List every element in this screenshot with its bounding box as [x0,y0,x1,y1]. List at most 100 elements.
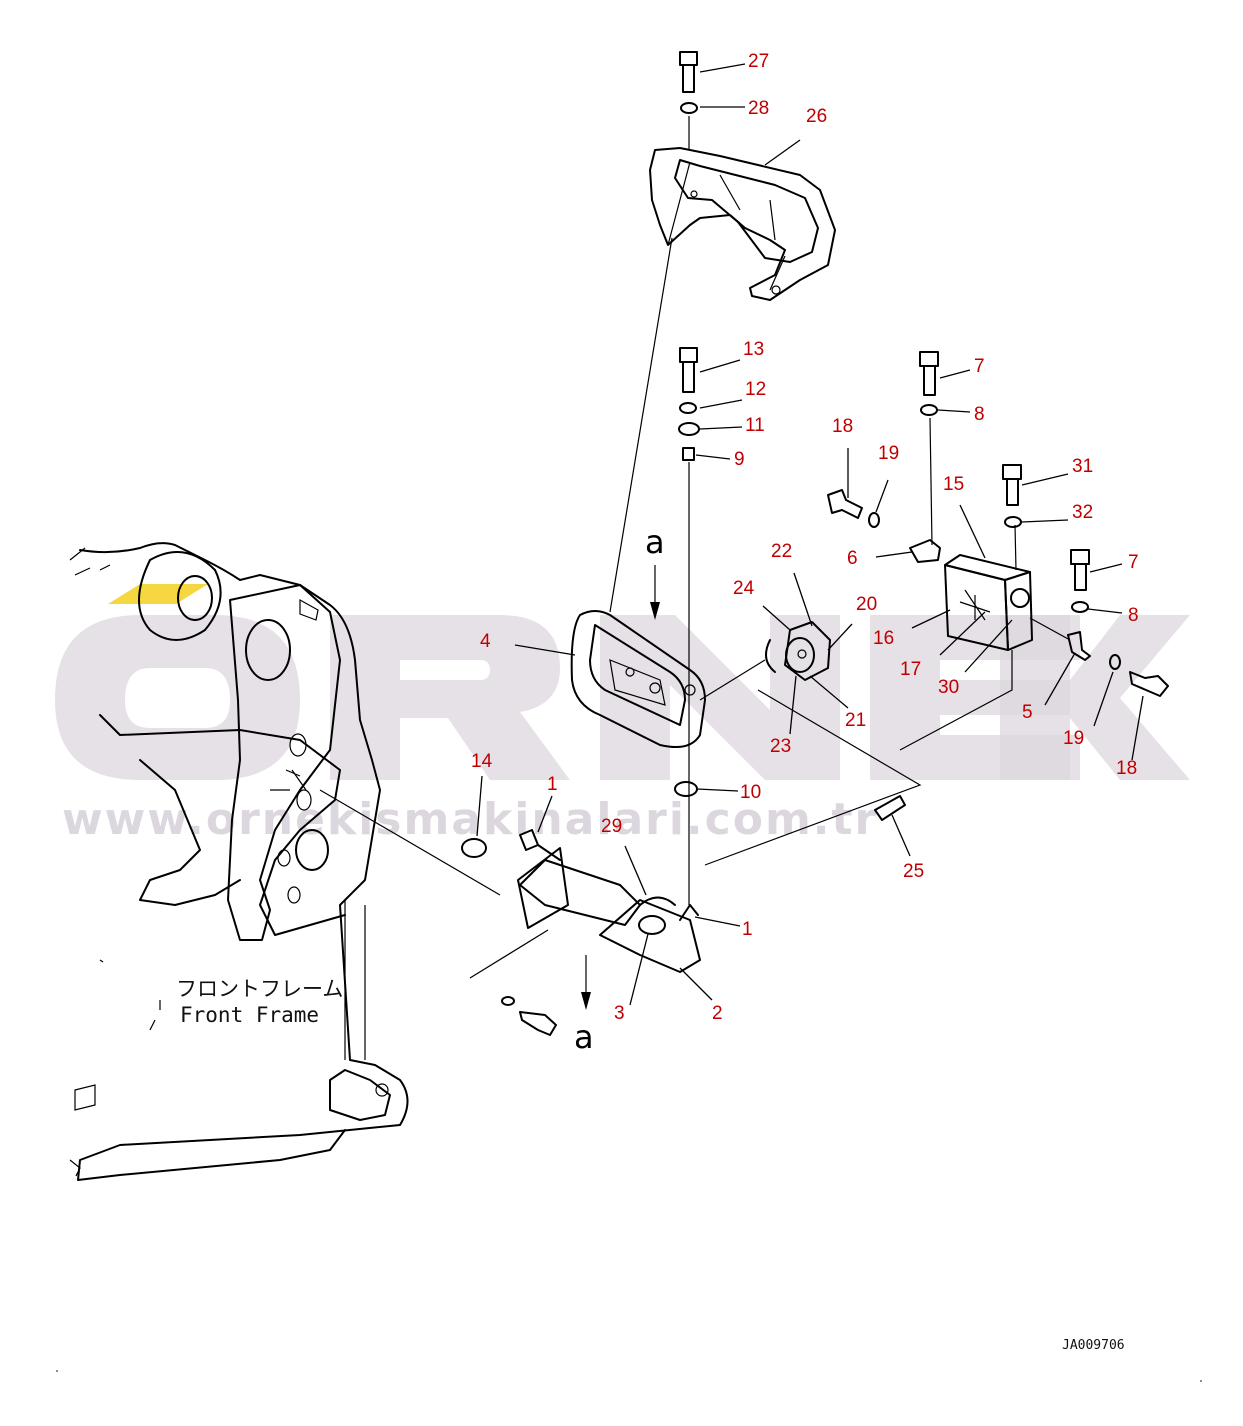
lamp-lens [785,637,815,673]
bolt-lower [519,1011,557,1036]
front-frame-lower-link [329,1069,391,1121]
clamp-29 [639,896,676,906]
drawing-code: JA009706 [1062,1338,1125,1353]
collar-9 [682,447,695,461]
box-side [1004,571,1033,651]
callouts: 27 28 26 13 12 11 9 7 8 18 19 31 32 15 6… [471,51,1139,1024]
front-frame-bore [245,619,291,681]
bolt-7b [1070,549,1090,591]
frame-label-en: Front Frame [180,1003,319,1027]
callout-26: 26 [806,106,827,127]
lamp-body [784,621,831,681]
axis-box-side [1029,617,1071,641]
callout-21: 21 [845,710,866,731]
bracket-hole-1 [625,667,635,677]
watermark-letter-n [600,615,840,780]
callout-2: 2 [712,1003,723,1024]
bracket-hole-2 [649,682,661,694]
part-lamp-20 [765,621,831,681]
seal-14 [461,838,487,858]
watermark: www.ornekismakinalari.com.tr [55,584,1190,845]
bolt-27-shape [679,51,698,93]
front-frame-plate [227,584,341,941]
mount-flange [517,847,569,929]
callout-12: 12 [745,379,766,400]
callout-13: 13 [743,339,764,360]
callout-30: 30 [938,677,959,698]
clip-1 [679,904,699,921]
callout-18a: 18 [832,416,853,437]
part-box-15 [944,554,1033,651]
callout-9: 9 [734,449,745,470]
front-frame-detail [69,547,319,791]
axis-lamp-bolt [704,689,922,866]
axis-frame [319,789,501,896]
guard-inner [674,159,819,263]
callout-24: 24 [733,578,755,599]
axis-lamp [699,659,766,701]
section-mark-bottom: a [574,1018,594,1056]
watermark-letter-r [330,615,570,780]
callout-27: 27 [748,51,769,72]
callout-14: 14 [471,751,493,772]
front-frame-side-lines [99,900,366,1060]
callout-31: 31 [1072,456,1093,477]
callout-8b: 8 [1128,605,1139,626]
front-frame-beam [99,714,346,936]
bolt-7a [919,351,939,396]
callout-20: 20 [856,594,877,615]
callout-16: 16 [873,628,894,649]
callout-10: 10 [740,782,761,803]
bracket-inner [589,624,686,726]
front-frame-pin [375,1083,389,1097]
front-frame-hole-1 [289,733,307,757]
part-guard-26 [649,147,836,301]
bracket-6 [909,539,941,563]
callout-3: 3 [614,1003,625,1024]
callout-5: 5 [1022,702,1033,723]
bracket-tube [570,610,706,748]
section-mark-top: a [645,523,665,561]
washer-11 [678,422,700,436]
axis-box-bottom [899,650,1013,751]
callout-19a: 19 [878,443,899,464]
watermark-letter-k [1000,615,1190,780]
callout-1b: 1 [742,919,753,940]
corner-mark-right [1200,1380,1202,1382]
callout-11: 11 [745,415,765,436]
callout-6: 6 [847,548,858,569]
callout-4: 4 [480,631,491,652]
callout-15: 15 [943,474,964,495]
lamp-screw [797,649,807,659]
corner-mark-left [56,1370,58,1372]
callout-28: 28 [748,98,769,119]
front-frame-hole-3 [295,829,329,871]
guard-hole [690,190,698,198]
leader-lines [476,63,1144,1006]
washer-19a [868,512,880,528]
callout-19b: 19 [1063,728,1084,749]
callout-1a: 1 [547,774,558,795]
front-frame-drawing [69,542,409,1181]
washer-28 [680,102,698,114]
axis-31 [1014,524,1017,571]
bolt-25 [874,795,906,821]
front-frame-hole-5 [287,886,301,904]
callout-7a: 7 [974,356,985,377]
frame-label-jp: フロントフレーム [176,977,343,1001]
lamp-cable-24 [765,639,776,673]
bracket-hole-3 [684,684,696,696]
washer-12 [679,402,697,414]
washer-lower [501,996,515,1006]
bolt-27 [679,51,698,93]
guard-ribs [667,161,786,291]
washer-19b [1109,654,1121,670]
bracket-plate [609,659,666,706]
axis-lower [469,929,549,979]
front-frame-hole-4 [277,849,291,867]
box-knob [1010,588,1030,608]
bolt-18b [1129,671,1169,697]
guard-outline [649,147,836,301]
callout-18b: 18 [1116,758,1137,779]
mount-plate [599,899,701,973]
